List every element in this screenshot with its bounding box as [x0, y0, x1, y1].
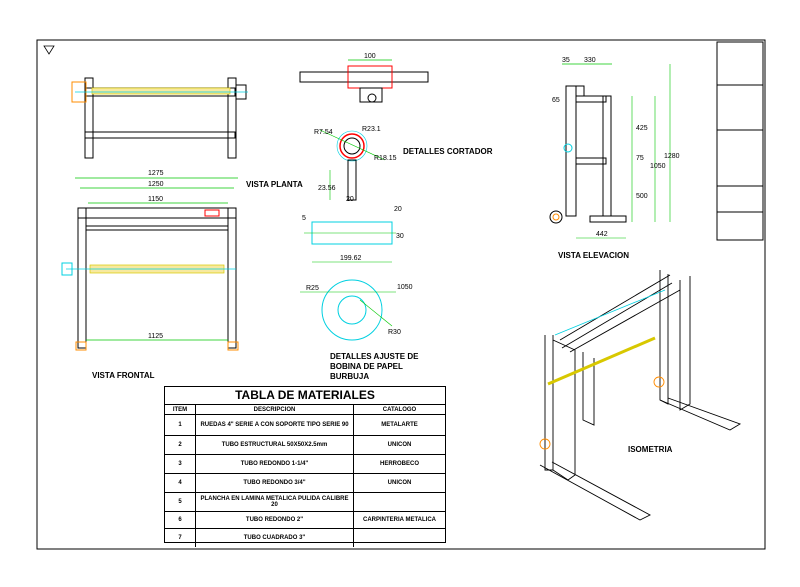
table-row: 4 TUBO REDONDO 3/4" UNICON	[165, 474, 445, 493]
row-cat: CARPINTERIA METALICA	[363, 517, 436, 523]
label-detalles-ajuste-2: BOBINA DE PAPEL	[330, 362, 403, 371]
row-item: 1	[165, 415, 196, 435]
title-block	[716, 41, 764, 241]
row-item: 6	[165, 512, 196, 528]
dim-text: 442	[596, 231, 608, 238]
dim-text: 1150	[148, 196, 163, 203]
label-vista-elevacion: VISTA ELEVACION	[558, 251, 629, 260]
row-item: 5	[165, 493, 196, 511]
dim-text: 199.62	[340, 255, 362, 262]
dim-text: 500	[636, 193, 648, 200]
materials-table: TABLA DE MATERIALES ITEM DESCRIPCION CAT…	[164, 386, 446, 547]
dim-text: 1280	[664, 153, 680, 160]
label-detalles-ajuste-3: BURBUJA	[330, 372, 369, 381]
dim-text: 100	[364, 53, 376, 60]
dim-text: 1125	[148, 333, 163, 340]
table-row: 5 PLANCHA EN LAMINA METALICA PULIDA CALI…	[165, 493, 445, 512]
header-item: ITEM	[165, 405, 196, 414]
table-header-row: ITEM DESCRIPCION CATALOGO	[165, 405, 445, 415]
row-item: 3	[165, 455, 196, 473]
triangle-icon	[43, 45, 55, 55]
row-desc: TUBO REDONDO 1-1/4"	[196, 455, 354, 473]
isometric-view	[539, 270, 742, 521]
label-vista-planta: VISTA PLANTA	[246, 180, 303, 189]
row-cat: HERROBECO	[379, 461, 419, 467]
row-cat: UNICON	[387, 480, 412, 486]
dim-text: R23.1	[362, 126, 381, 133]
row-item: 7	[165, 529, 196, 547]
dim-text: 20	[346, 196, 354, 203]
dim-text: 20	[394, 206, 402, 213]
header-catalog: CATALOGO	[382, 406, 417, 413]
row-desc: TUBO ESTRUCTURAL 50X50X2.5mm	[196, 436, 354, 454]
dim-text: R30	[388, 329, 401, 336]
dim-text: 5	[302, 215, 306, 222]
row-desc: TUBO CUADRADO 3"	[196, 529, 354, 547]
dim-text: 75	[636, 155, 644, 162]
dim-text: R18.15	[374, 155, 397, 162]
row-item: 4	[165, 474, 196, 492]
dim-text: 23.56	[318, 185, 336, 192]
table-row: 7 TUBO CUADRADO 3"	[165, 529, 445, 547]
dim-text: 1275	[148, 170, 164, 177]
dim-text: 35	[562, 57, 570, 64]
dim-text: 1050	[650, 163, 666, 170]
label-vista-frontal: VISTA FRONTAL	[92, 371, 155, 380]
dim-text: R7.54	[314, 129, 333, 136]
table-row: 1 RUEDAS 4" SERIE A CON SOPORTE TIPO SER…	[165, 415, 445, 436]
row-cat	[354, 493, 445, 511]
row-desc: TUBO REDONDO 3/4"	[196, 474, 354, 492]
dim-text: 425	[636, 125, 648, 132]
table-row: 6 TUBO REDONDO 2" CARPINTERIA METALICA	[165, 512, 445, 529]
row-cat: UNICON	[387, 442, 412, 448]
label-isometria: ISOMETRIA	[628, 445, 673, 454]
dim-text: 1250	[148, 181, 164, 188]
elevation-view	[549, 63, 671, 239]
row-desc: RUEDAS 4" SERIE A CON SOPORTE TIPO SERIE…	[196, 415, 354, 435]
dim-text: 30	[396, 233, 404, 240]
header-description: DESCRIPCION	[196, 405, 354, 414]
table-row: 3 TUBO REDONDO 1-1/4" HERROBECO	[165, 455, 445, 474]
row-item: 2	[165, 436, 196, 454]
label-detalles-cortador: DETALLES CORTADOR	[403, 147, 493, 156]
row-desc: PLANCHA EN LAMINA METALICA PULIDA CALIBR…	[196, 493, 354, 511]
front-view	[61, 177, 239, 351]
table-row: 2 TUBO ESTRUCTURAL 50X50X2.5mm UNICON	[165, 436, 445, 455]
plan-view	[71, 77, 248, 159]
dim-text: R25	[306, 285, 319, 292]
cutter-detail	[299, 59, 429, 201]
label-detalles-ajuste-1: DETALLES AJUSTE DE	[330, 352, 419, 361]
table-title: TABLA DE MATERIALES	[165, 387, 445, 405]
dim-text: 1050	[397, 284, 413, 291]
row-cat	[354, 529, 445, 547]
row-cat: METALARTE	[381, 422, 418, 428]
reel-detail	[300, 221, 396, 341]
dim-text: 330	[584, 57, 596, 64]
dim-text: 65	[552, 97, 560, 104]
row-desc: TUBO REDONDO 2"	[196, 512, 354, 528]
